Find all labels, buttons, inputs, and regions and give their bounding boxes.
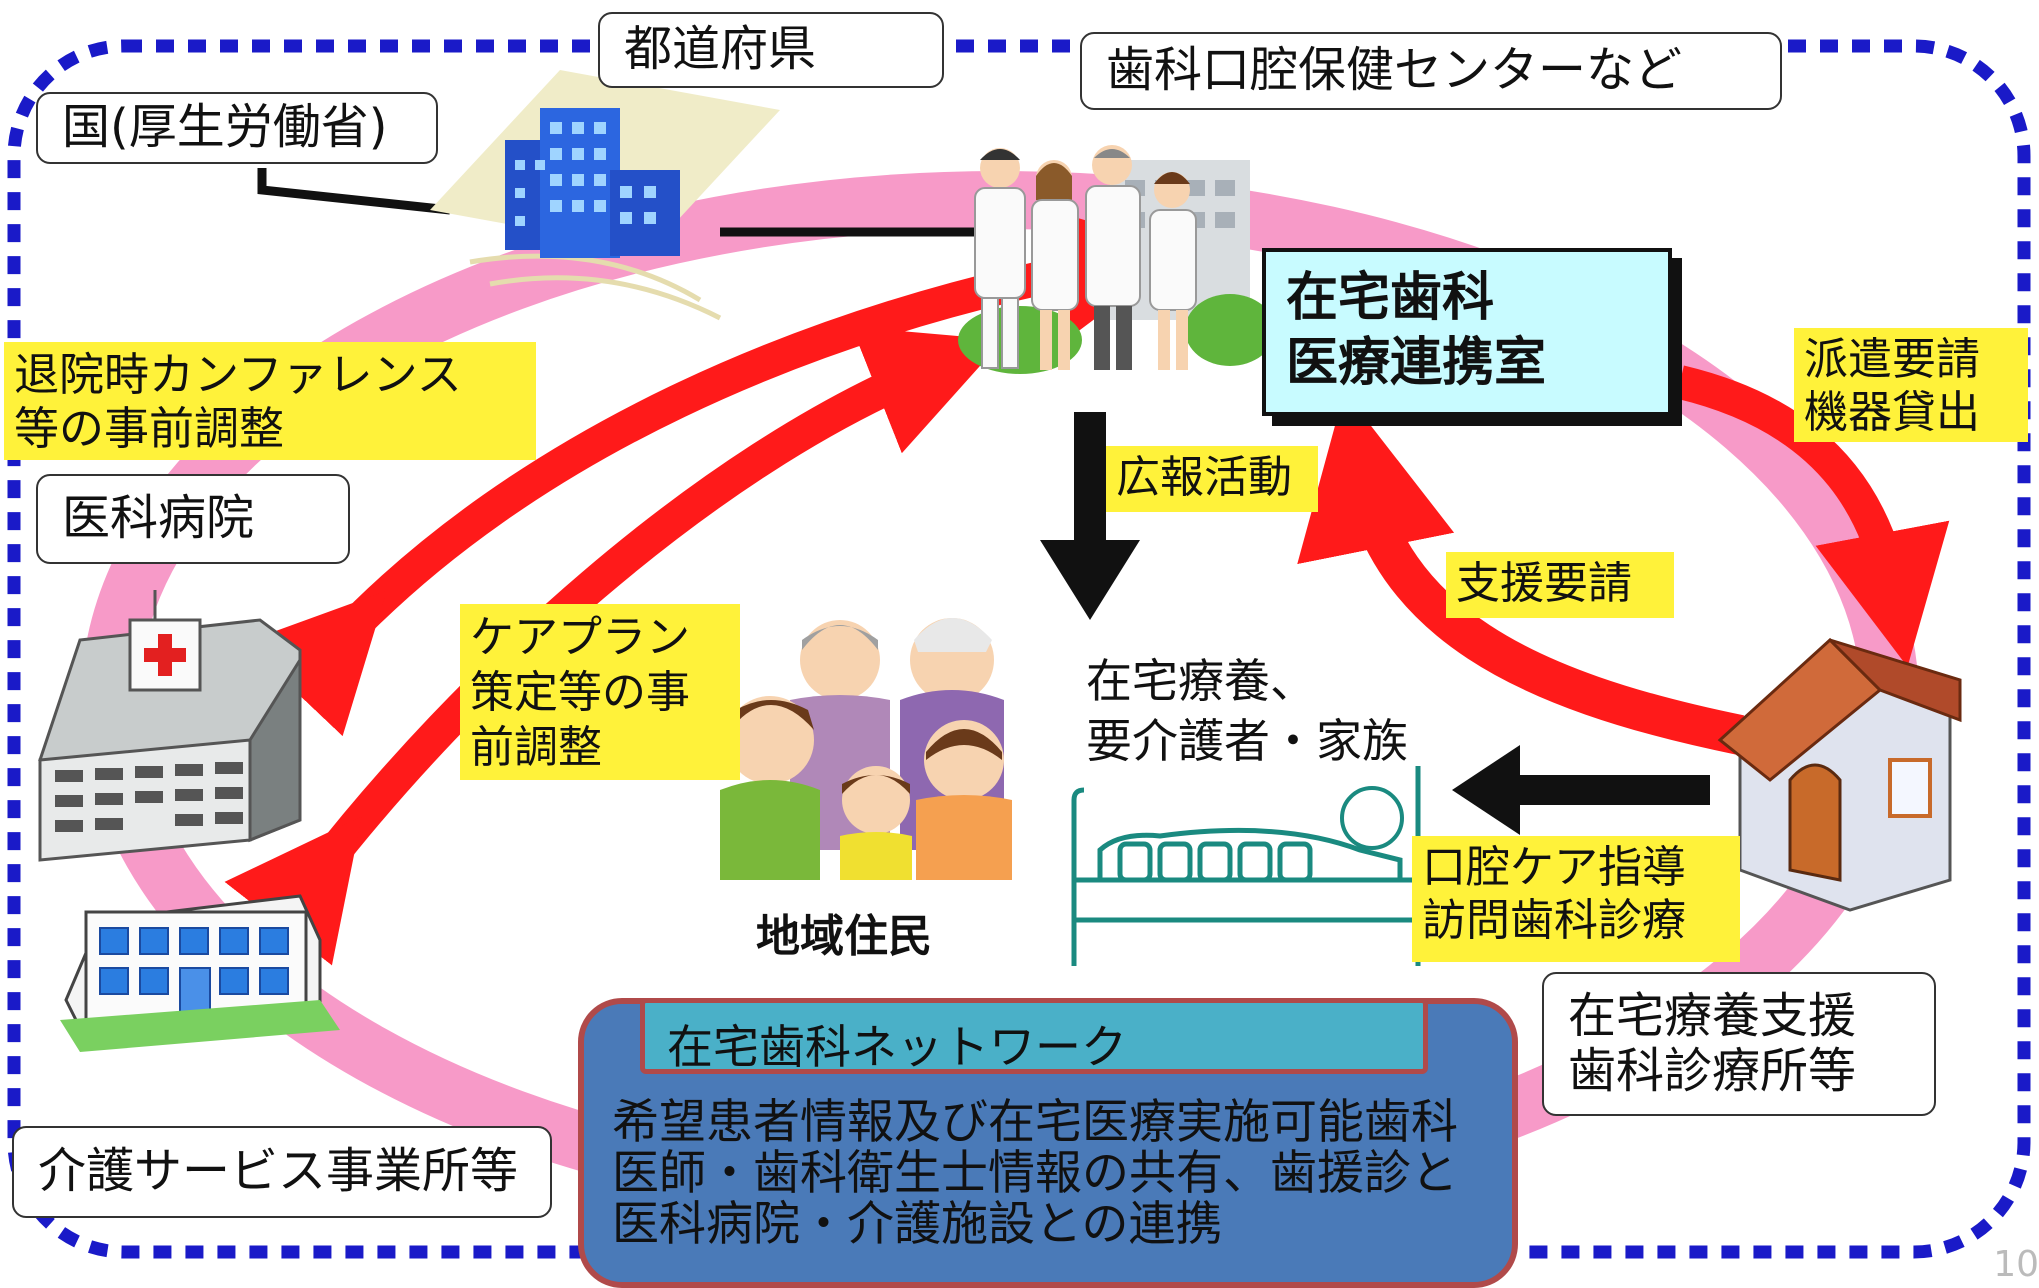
text-chiiki-label: 地域住民 [756,911,932,962]
visit-arrow-head [1452,745,1520,835]
callout-shien-line1: 在宅療養支援 [1568,987,1857,1044]
careplan-arrow [224,326,1004,966]
network-title: 在宅歯科ネットワーク [640,998,1428,1074]
label-haken: 派遣要請 機器貸出 [1794,328,2028,442]
label-careplan-line1: ケアプラン [470,612,690,663]
label-shien-yosei-text: 支援要請 [1456,558,1632,609]
callout-kaigo-label: 介護サービス事業所等 [38,1143,519,1200]
label-koku: 口腔ケア指導 訪問歯科診療 [1412,836,1740,962]
text-zaitaku-line1: 在宅療養、 [1086,654,1316,708]
label-haken-line2: 機器貸出 [1804,386,1980,438]
dispatch-arrow [1676,365,1950,667]
callout-ika: 医科病院 [36,474,350,564]
bed-patient-icon [1071,766,1421,966]
medical-staff-icon [958,145,1275,374]
government-building-icon [430,70,780,321]
callout-todofuken: 都道府県 [598,12,944,88]
callout-kuni: 国(厚生労働省) [36,92,438,164]
label-haken-line1: 派遣要請 [1804,334,1980,385]
callout-kuni-label: 国(厚生労働省) [62,99,388,156]
label-koku-line2: 訪問歯科診療 [1422,894,1686,946]
care-facility-icon [60,894,340,1052]
callout-ika-label: 医科病院 [62,490,255,547]
publicity-arrow-head [1040,540,1140,620]
network-body-line1: 希望患者情報及び在宅医療実施可能歯科 [612,1095,1458,1150]
text-zaitaku-line2: 要介護者・家族 [1086,713,1408,768]
callout-shien-line2: 歯科診療所等 [1568,1043,1857,1099]
label-careplan-line3: 前調整 [470,722,602,773]
callout-todofuken-label: 都道府県 [624,21,817,78]
page-number: 10 [1993,1244,2039,1285]
network-body-line2: 医師・歯科衛生士情報の共有、歯援診と [612,1145,1458,1201]
support-request-arrow [1297,391,1745,755]
text-chiiki: 地域住民 [756,908,932,965]
callout-center: 歯科口腔保健センターなど [1080,32,1782,110]
central-office-line2: 医療連携室 [1286,333,1547,393]
label-careplan: ケアプラン 策定等の事 前調整 [460,604,740,780]
label-conference-line1: 退院時カンファレンス [14,348,462,401]
label-koku-line1: 口腔ケア指導 [1422,842,1686,893]
house-icon [1717,637,1962,912]
label-careplan-line2: 策定等の事 [470,667,690,718]
network-body: 希望患者情報及び在宅医療実施可能歯科 医師・歯科衛生士情報の共有、歯援診と 医科… [612,1095,1512,1252]
ministry-connector [257,168,451,215]
label-koho-text: 広報活動 [1116,452,1292,503]
callout-kaigo: 介護サービス事業所等 [12,1126,552,1218]
label-shien-yosei: 支援要請 [1446,552,1674,618]
central-office-line1: 在宅歯科 [1286,268,1495,328]
label-conference: 退院時カンファレンス 等の事前調整 [4,342,536,460]
callout-shien: 在宅療養支援 歯科診療所等 [1542,972,1936,1116]
label-conference-line2: 等の事前調整 [14,402,285,455]
callout-center-label: 歯科口腔保健センターなど [1106,42,1683,99]
text-zaitaku: 在宅療養、 要介護者・家族 [1086,652,1408,772]
network-body-line3: 医科病院・介護施設との連携 [612,1196,1223,1252]
central-office-box: 在宅歯科 医療連携室 [1262,248,1672,416]
hospital-building-icon [38,590,302,862]
label-koho: 広報活動 [1106,446,1318,512]
family-icon [720,618,1012,880]
